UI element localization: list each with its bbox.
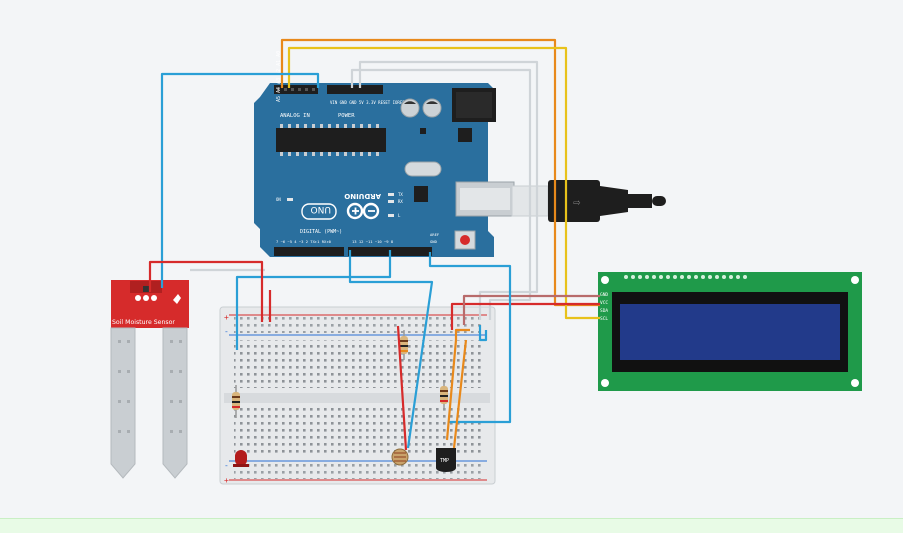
rail-minus-label-bottom: - xyxy=(224,461,229,470)
gnd-label: GND xyxy=(430,239,438,244)
digital-header-low[interactable] xyxy=(274,247,344,256)
usb-icon: ⇨ xyxy=(573,195,581,209)
wire-red-mid[interactable] xyxy=(396,325,408,451)
resistor-left[interactable] xyxy=(232,385,240,418)
analog-header[interactable] xyxy=(274,85,318,94)
wire-red-sensor[interactable] xyxy=(148,260,264,322)
lcd-pin-sda: SDA xyxy=(600,308,608,314)
wire-orange-tmp2[interactable] xyxy=(452,339,468,449)
power-header[interactable] xyxy=(327,85,383,94)
lcd-pin-gnd: GND xyxy=(600,292,608,298)
soil-moisture-sensor[interactable]: Soil Moisture Sensor xyxy=(110,280,189,479)
wire-blue-d[interactable] xyxy=(478,325,488,342)
lcd-pin-scl: SCL xyxy=(600,316,608,322)
lcd-pin-vcc: VCC xyxy=(600,300,608,306)
resistor-right[interactable] xyxy=(440,382,448,410)
temperature-sensor[interactable]: TMP xyxy=(436,448,456,472)
aref-label: AREF xyxy=(430,232,440,237)
arduino-uno-board[interactable]: A5 A4 A3 A2 A1 A0 VIN GND GND 5V 3.3V RE… xyxy=(254,51,515,257)
analog-in-label: ANALOG IN xyxy=(280,113,310,119)
usb-cable[interactable]: ⇨ xyxy=(511,180,666,222)
power-label: POWER xyxy=(338,113,355,119)
wire-brown-gnd[interactable] xyxy=(462,294,600,325)
rail-plus-label: + xyxy=(224,313,229,322)
power-pin-labels: VIN GND GND 5V 3.3V RESET IOREF xyxy=(330,100,405,105)
atmega-chip xyxy=(276,128,386,152)
tx-led-label: TX xyxy=(398,192,403,197)
arduino-logo xyxy=(346,202,380,220)
arduino-brand-label: ARDUINO xyxy=(344,192,381,200)
rx-led-label: RX xyxy=(398,199,403,204)
red-led[interactable] xyxy=(233,450,249,467)
wire-blue-soil[interactable] xyxy=(160,72,320,288)
digital-pin-labels-b: 13 12 ~11 ~10 ~9 8 xyxy=(352,239,394,244)
rail-minus-label: - xyxy=(224,327,229,336)
crystal xyxy=(404,161,442,177)
uno-label: UNO xyxy=(311,204,331,214)
soil-sensor-label: Soil Moisture Sensor xyxy=(112,319,175,326)
wire-red-vcc[interactable] xyxy=(450,302,600,330)
resistor-middle[interactable] xyxy=(400,330,408,360)
analog-pin-labels: A5 A4 A3 A2 A1 A0 xyxy=(276,51,282,102)
digital-pin-labels-a: 7 ~6 ~5 4 ~3 2 TX▸1 RX◂0 xyxy=(276,239,332,244)
sparkfun-flame-icon xyxy=(173,294,181,304)
breadboard[interactable]: + - - + xyxy=(219,306,496,485)
status-strip xyxy=(0,518,903,533)
wire-blue-a[interactable] xyxy=(348,250,434,449)
lcd-display[interactable]: GND VCC SDA SCL xyxy=(598,272,862,391)
wire-blue-c[interactable] xyxy=(428,252,512,424)
digital-label: DIGITAL (PWM~) xyxy=(300,229,342,235)
photoresistor[interactable] xyxy=(391,448,409,466)
tmp-label: TMP xyxy=(440,458,449,464)
l-led-label: L xyxy=(398,213,401,218)
rail-plus-label-bottom: + xyxy=(224,476,229,485)
wire-orange-tmp[interactable] xyxy=(445,328,470,441)
on-led-label: ON xyxy=(276,197,281,202)
lcd-screen xyxy=(620,304,840,360)
wire-yellow-scl[interactable] xyxy=(287,46,600,320)
wire-blue-b[interactable] xyxy=(235,250,392,350)
